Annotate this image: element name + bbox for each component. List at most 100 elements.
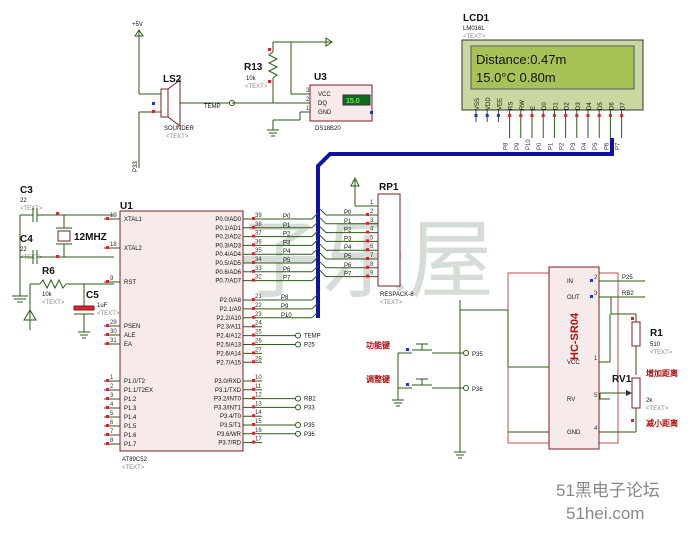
resistor-r13[interactable]: R13 10k <TEXT> <box>244 37 333 103</box>
rp1-net-label: P3 <box>344 236 352 242</box>
rp1-pin-marker <box>366 265 369 269</box>
lcd-net-label: P5 <box>593 142 599 150</box>
u1-left-pin-label: P1.4 <box>124 415 137 421</box>
rp1-net-label: P6 <box>344 263 352 269</box>
lcd-pin-label: D4 <box>587 102 593 110</box>
lcd-pin-marker <box>564 114 568 117</box>
u1-right-pin-marker <box>252 379 255 382</box>
u1-right-pin-marker <box>252 396 255 400</box>
supply-5v: +5V <box>132 22 144 94</box>
u1-left-pin-marker <box>106 342 109 345</box>
u1-right-pin-label: P3.2/INT0 <box>214 397 242 403</box>
rp1-pin-num: 4 <box>370 227 374 233</box>
rp1-net-label: P4 <box>344 245 352 251</box>
lcd-net-label: P10 <box>526 139 532 150</box>
u1-right-pin-num: 10 <box>255 375 262 381</box>
resistor-r6[interactable]: R6 10k <TEXT> <box>30 266 114 306</box>
crystal-12mhz[interactable]: 12MHZ <box>56 212 107 258</box>
u1-left-pin-num: 29 <box>110 320 117 326</box>
u1-right-pin-num: 33 <box>255 266 262 272</box>
u1-right-pin-label: P3.7/RD <box>218 441 241 447</box>
u1-right-pin-label: P2.1/A9 <box>220 307 242 313</box>
rv1-decrease-label: 减小距离 <box>646 418 678 428</box>
data-bus <box>316 138 614 318</box>
p0-net-label: P6 <box>283 267 291 273</box>
hc-pin-label: GND <box>567 430 581 436</box>
u1-right-pin-label: P3.1/TXD <box>215 388 242 394</box>
rp1-pin-num: 3 <box>370 218 374 224</box>
lcd-lm016l[interactable]: LCD1 LM016L <TEXT> Distance:0.47m 15.0°C… <box>461 13 644 150</box>
u1-right-pin-marker <box>252 225 255 229</box>
u1-right-pin-num: 25 <box>255 330 262 336</box>
u1-left-pin-num: 18 <box>110 242 117 248</box>
u1-right-pin-marker <box>252 333 255 337</box>
rp1-pin-marker <box>366 221 369 225</box>
u1-right-pin-marker <box>252 423 255 426</box>
p2-bus-entry <box>311 302 319 310</box>
u1-right-pin-label: P0.7/AD7 <box>215 279 241 285</box>
u1-right-pin-marker <box>252 414 255 418</box>
u1-ref: U1 <box>120 201 133 212</box>
rp1-net-label: P2 <box>344 228 352 234</box>
potentiometer-rv1[interactable]: RV1 2k <TEXT> 增加距离 减小距离 <box>599 368 678 433</box>
lcd-net-label: P2 <box>560 142 566 150</box>
u1-right-pin-num: 24 <box>255 321 262 327</box>
u1-right-pin-num: 13 <box>255 401 262 407</box>
u1-right-pin-label: P0.2/AD2 <box>215 235 241 241</box>
u1-right-pin-num: 16 <box>255 428 262 434</box>
lcd-pin-marker <box>541 114 545 117</box>
r13-value: 10k <box>246 76 257 82</box>
rp1-ref: RP1 <box>379 182 399 193</box>
rp1-bus-entry <box>319 217 327 225</box>
u1-right-pin-num: 37 <box>255 231 262 237</box>
u1-right-pin-marker <box>252 243 255 247</box>
r6-ref: R6 <box>42 266 55 277</box>
u1-left-pin-marker <box>106 333 109 336</box>
mcu-at89c52[interactable]: U1 AT89C52 <TEXT> XTAL119XTAL218RST9PSEN… <box>104 201 262 471</box>
u1-tag: <TEXT> <box>122 465 145 471</box>
p0-net-label: P7 <box>283 276 291 282</box>
p2-bus-entry <box>311 311 319 319</box>
sensor-ds18b20[interactable]: U3 VCC DQ GND 15.0 3 2 1 DS18B20 <box>306 72 373 132</box>
u1-right-pin-label: P0.0/AD0 <box>215 217 241 223</box>
lcd-net-label: P9 <box>515 142 521 150</box>
p0-net-label: P0 <box>283 214 291 220</box>
rp1-pin-marker <box>366 239 369 243</box>
lcd-line-1: Distance:0.47m <box>476 52 566 67</box>
resistor-r1[interactable]: R1 510 <TEXT> <box>611 313 673 375</box>
u1-left-pin-num: 31 <box>110 338 117 344</box>
u3-part: DS18B20 <box>315 126 341 132</box>
u1-right-pin-marker <box>252 440 255 444</box>
capacitor-c3[interactable]: C3 22 <TEXT> <box>20 185 114 222</box>
p0-bus-entry <box>311 265 319 273</box>
u1-left-pin-num: 19 <box>110 213 117 219</box>
crystal-value: 12MHZ <box>74 232 107 243</box>
button-function-key[interactable]: 功能键 P35 <box>366 340 483 358</box>
u1-right-pin-num: 35 <box>255 248 262 254</box>
capacitor-c5[interactable]: C5 1uF <TEXT> <box>73 284 120 339</box>
p0-net-label: P4 <box>283 249 291 255</box>
port-label: P36 <box>304 432 315 438</box>
u1-right-pin-num: 17 <box>255 437 262 443</box>
buzzer-ls2[interactable]: LS2 SOUNDER <TEXT> P33 <box>133 74 235 172</box>
u1-left-pin-label: XTAL1 <box>124 217 143 223</box>
port-terminal <box>295 430 301 437</box>
lcd-pin-marker <box>485 114 489 117</box>
port-label: TEMP <box>304 334 321 340</box>
port-label: P33 <box>304 405 315 411</box>
u1-left-pin-marker <box>106 379 109 382</box>
lcd-pin-marker <box>530 114 534 117</box>
lcd-pin-marker <box>620 114 624 117</box>
u1-left-pin-num: 6 <box>110 420 114 426</box>
button-adjust-key[interactable]: 调整键 P36 <box>366 374 483 393</box>
capacitor-c4[interactable]: C4 22 <TEXT> <box>20 234 114 264</box>
rp1-bus-entry <box>319 243 327 251</box>
lcd-net-label: P4 <box>582 142 588 150</box>
rp1-bus-entry <box>319 226 327 233</box>
rp1-pin-num: 2 <box>370 209 374 215</box>
site-name: 51黑电子论坛 <box>556 481 660 500</box>
u1-left-pin-label: P1.2 <box>124 397 137 403</box>
